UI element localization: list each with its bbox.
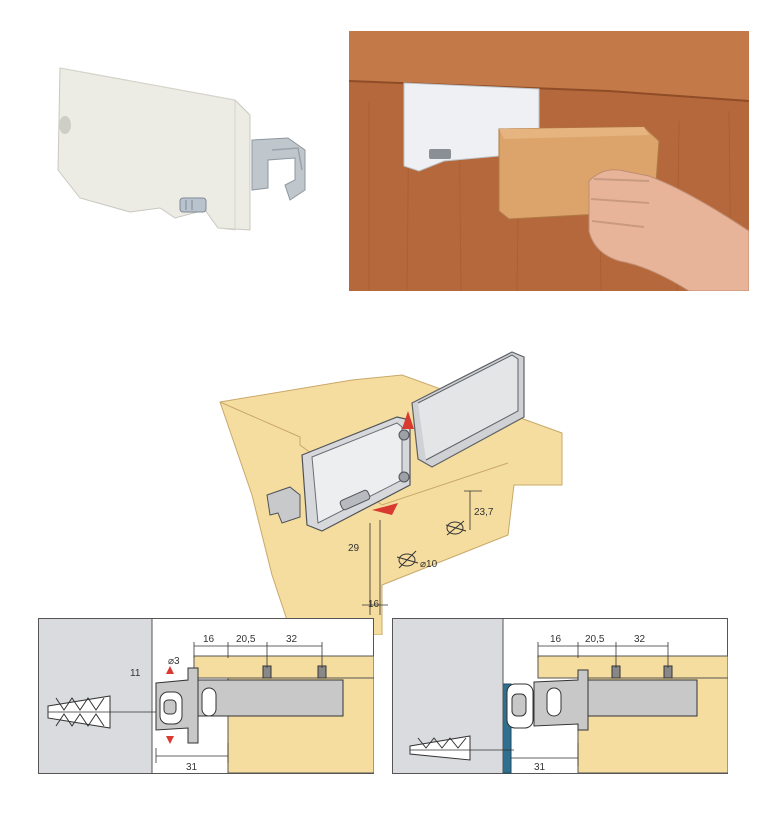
dim-left-depth: 11 — [130, 668, 141, 679]
dim-height-label: 23,7 — [474, 507, 494, 518]
section-drawing-left: 16 20,5 32 11 ⌀3 31 — [38, 618, 375, 774]
dim-edge-label: 16 — [368, 599, 380, 610]
dim-left-d2: 20,5 — [236, 634, 256, 645]
dim-left-base: 31 — [186, 762, 198, 773]
bracket-product-photo — [40, 40, 340, 270]
dim-right-d3: 32 — [634, 634, 646, 645]
installation-photo — [348, 31, 750, 292]
dim-right-base: 31 — [534, 762, 546, 773]
isometric-installation-diagram: 23,7 ⌀10 29 16 — [212, 345, 572, 636]
dim-left-d3: 32 — [286, 634, 298, 645]
dim-left-pilot: ⌀3 — [168, 656, 180, 667]
dim-right-d2: 20,5 — [585, 634, 605, 645]
section-drawing-right: 16 20,5 32 31 — [392, 618, 729, 774]
dim-left-d1: 16 — [203, 634, 215, 645]
dim-hole-diameter-label: ⌀10 — [420, 559, 438, 570]
dim-right-d1: 16 — [550, 634, 562, 645]
dim-offset-label: 29 — [348, 543, 360, 554]
